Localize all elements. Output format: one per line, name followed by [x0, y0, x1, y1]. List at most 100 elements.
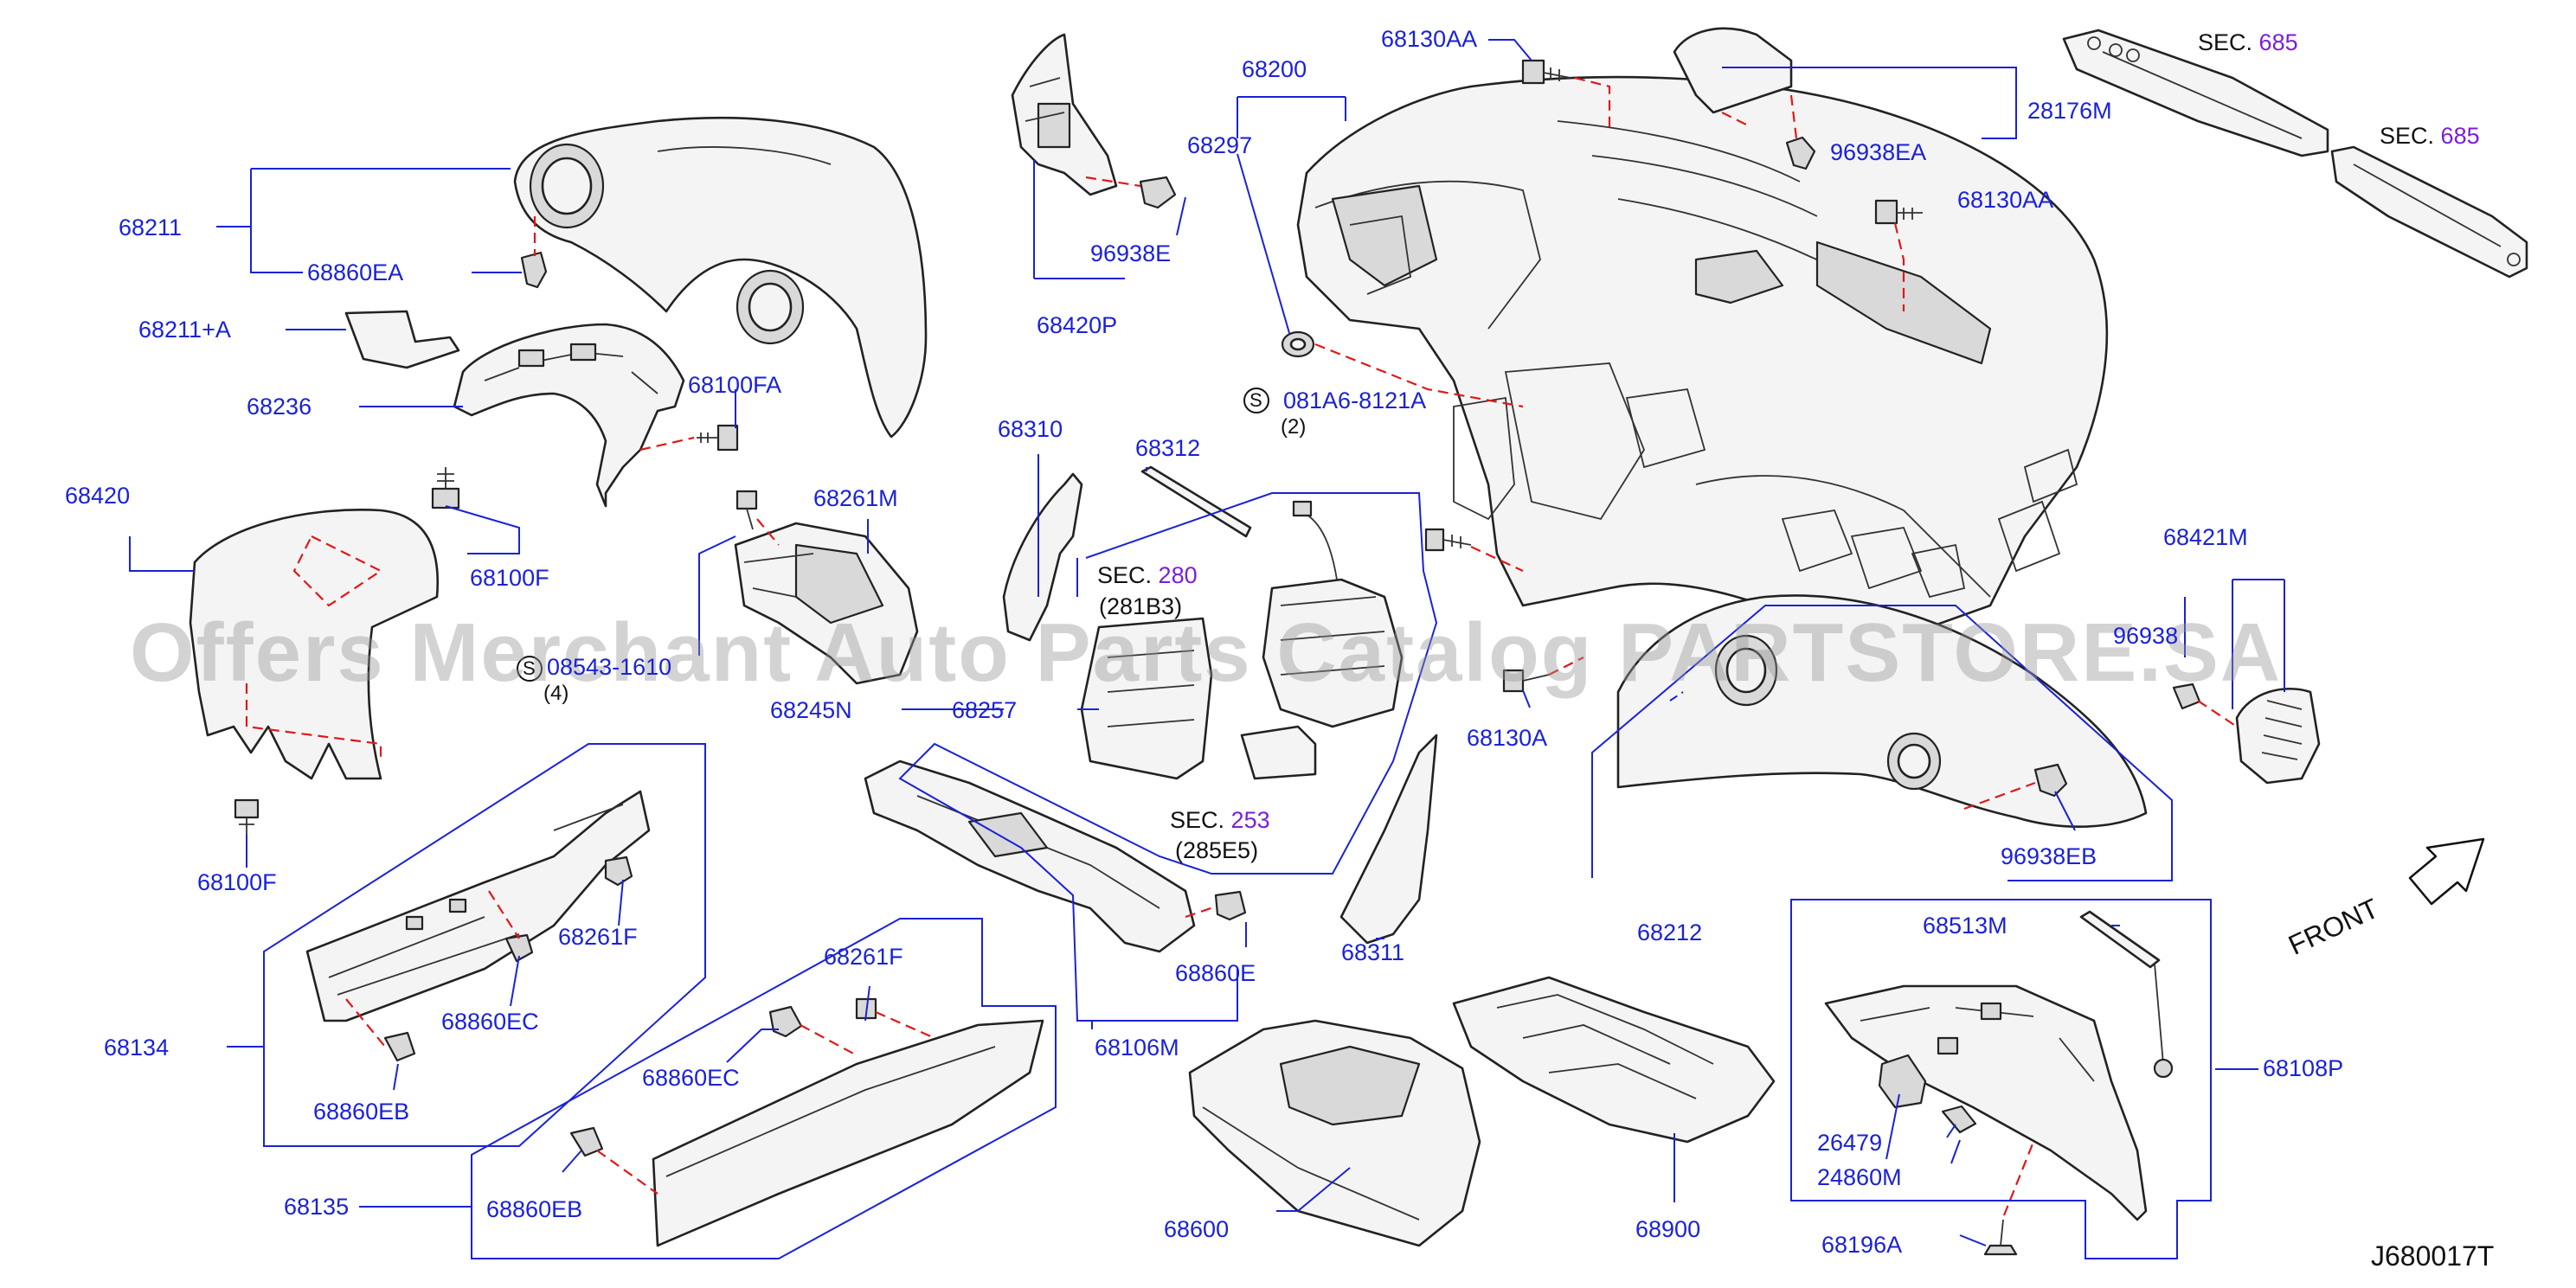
label-68261F-a: 68261F: [558, 924, 638, 950]
label-68420: 68420: [65, 483, 131, 509]
speaker-grille-28176M-part: [1673, 27, 1793, 114]
symbol-s-circle-left: [517, 656, 543, 682]
bolt-68130A-part: [1502, 669, 1550, 693]
label-68312: 68312: [1135, 435, 1201, 461]
clip-68860E-part: [1214, 890, 1247, 921]
glove-box-68600-part: [1188, 1019, 1481, 1247]
front-arrow-icon: [2408, 837, 2485, 906]
dash-line: [596, 1010, 935, 1195]
cluster-lid-part: [513, 116, 928, 439]
dash-line: [345, 890, 520, 1048]
section-253-sub: (285E5): [1175, 837, 1259, 863]
label-68108P: 68108P: [2263, 1055, 2344, 1081]
bracket-68420P-part: [1011, 33, 1118, 196]
label-68860EB-a: 68860EB: [313, 1099, 410, 1125]
label-68900: 68900: [1635, 1216, 1701, 1242]
leader-lines: [129, 39, 2285, 1246]
audio-unit-part: [1080, 500, 1404, 780]
trim-68311-part: [1339, 734, 1438, 945]
label-68212: 68212: [1637, 920, 1703, 945]
label-28176M: 28176M: [2027, 98, 2112, 124]
label-96938EA: 96938EA: [1830, 139, 1927, 165]
label-68261M: 68261M: [813, 485, 898, 511]
bracket-68236-part: [453, 323, 685, 508]
label-24860M: 24860M: [1817, 1164, 1902, 1190]
label-68860EC-a: 68860EC: [441, 1009, 539, 1035]
dash-line: [756, 518, 780, 546]
clip-68860EA-part: [520, 251, 548, 289]
section-253: SEC. 253: [1170, 807, 1270, 833]
lower-cover-68420-part: [189, 509, 440, 780]
side-finisher-68135-part: [652, 1019, 1044, 1247]
screw-68100FA-part: [697, 424, 739, 452]
dash-line-blue: [1669, 691, 1684, 702]
label-68421M: 68421M: [2163, 524, 2248, 550]
label-68257: 68257: [952, 697, 1018, 723]
label-081A6-qty: (2): [1281, 415, 1307, 439]
vent-68421M-part: [2235, 687, 2321, 785]
screw-08543-part: [736, 490, 758, 530]
group-boxes: [227, 492, 2212, 1259]
label-68100F-b: 68100F: [197, 869, 277, 895]
dash-line: [2197, 700, 2238, 727]
label-08543: 08543-1610: [547, 654, 672, 680]
label-68311: 68311: [1341, 939, 1405, 965]
dash-line: [1574, 76, 1611, 130]
label-68310: 68310: [998, 416, 1063, 442]
strip-68312-part: [1140, 465, 1252, 538]
label-68860EB-b: 68860EB: [486, 1196, 583, 1222]
clip-68860EC-a-part: [504, 933, 534, 963]
dash-line: [1085, 176, 1141, 188]
clip-68860EB-b-part: [569, 1126, 604, 1157]
label-68860EC-b: 68860EC: [642, 1065, 740, 1091]
clip-96938EB-part: [2033, 763, 2068, 798]
label-68100FA: 68100FA: [688, 372, 782, 398]
screw-68196A-part: [1983, 1219, 2018, 1256]
dash-line: [639, 436, 695, 452]
defroster-grille-b-part: [2330, 145, 2528, 279]
label-68860EA: 68860EA: [307, 260, 404, 285]
label-68135: 68135: [284, 1194, 350, 1220]
label-68245N: 68245N: [770, 697, 852, 723]
section-280-sub: (281B3): [1099, 593, 1183, 619]
label-68134: 68134: [104, 1035, 170, 1061]
label-68130AA-top: 68130AA: [1381, 26, 1478, 52]
symbol-s-circle-top: [1243, 388, 1269, 413]
glove-box-68900-part: [1452, 976, 1776, 1144]
instrument-panel-68200-part: [1296, 75, 2109, 650]
label-96938EB: 96938EB: [2001, 843, 2097, 869]
symbol-s-left: S: [523, 657, 536, 679]
bracket-68261M-part: [734, 522, 919, 685]
label-68211: 68211: [119, 215, 183, 240]
clip-68261F-a-part: [604, 855, 633, 887]
label-68860E: 68860E: [1175, 960, 1256, 986]
trim-68310-part: [1002, 472, 1083, 642]
symbol-s-top: S: [1249, 389, 1262, 411]
bracket-68211A-part: [344, 310, 460, 369]
dash-line: [1721, 94, 1798, 139]
label-68100F-a: 68100F: [470, 565, 549, 591]
section-685-b: SEC. 685: [2380, 123, 2480, 149]
dash-line: [1893, 222, 1905, 311]
clip-96938EA-part: [1785, 136, 1816, 170]
label-96938E: 96938E: [1090, 240, 1172, 266]
label-96938-partial: 96938: [2113, 623, 2179, 649]
dash-line: [1185, 905, 1217, 919]
dash-line: [1963, 781, 2036, 811]
screw-68100F-bottom-part: [234, 798, 260, 835]
label-68420P: 68420P: [1037, 312, 1118, 338]
section-280: SEC. 280: [1097, 562, 1198, 588]
dash-line: [1314, 343, 1524, 408]
diagram-code: J680017T: [2371, 1240, 2495, 1272]
label-68200: 68200: [1242, 56, 1307, 82]
finisher-68212-part: [1616, 594, 2148, 828]
side-finisher-68134-part: [305, 790, 651, 1022]
label-68513M: 68513M: [1923, 913, 2007, 939]
dash-line: [1548, 657, 1584, 676]
label-68211A: 68211+A: [138, 317, 231, 343]
label-68130AA-mid: 68130AA: [1957, 187, 2054, 213]
label-68600: 68600: [1164, 1216, 1230, 1242]
label-68106M: 68106M: [1095, 1035, 1179, 1061]
clip-68860EB-a-part: [383, 1031, 416, 1062]
label-68297: 68297: [1187, 132, 1253, 158]
